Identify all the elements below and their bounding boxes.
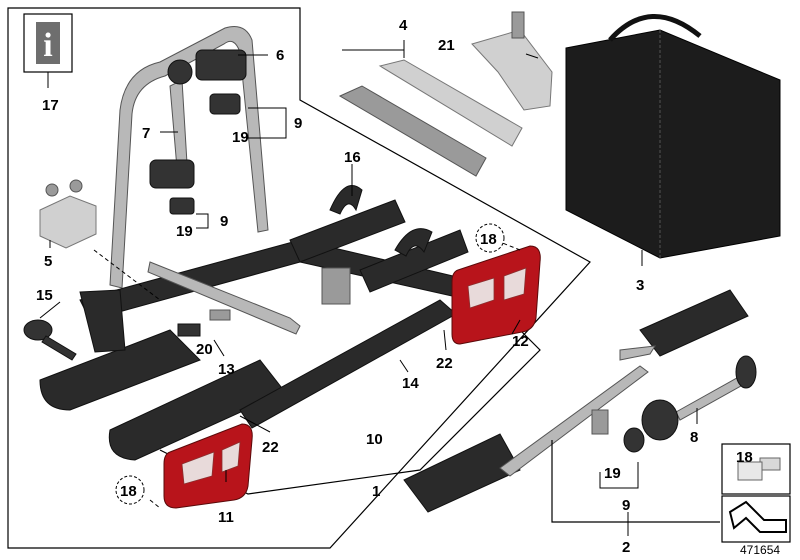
extension-group-outline [551,440,720,523]
callout-21: 21 [438,37,455,54]
image-id: 471654 [740,543,780,557]
callout-22b: 22 [262,439,279,456]
callout-12: 12 [512,333,529,350]
inset-18-box [721,443,791,495]
carrier-frame [39,26,471,461]
callout-4: 4 [399,17,408,34]
fastener-icon [737,457,781,481]
callout-15: 15 [36,287,53,304]
arrow-sign-icon [728,500,787,533]
part-13-bolt [177,309,231,337]
part-3-bag [565,13,781,259]
callout-7: 7 [142,125,150,142]
tail-lamp-right [451,245,541,345]
callout-9c: 9 [622,497,630,514]
callout-13: 13 [218,361,235,378]
callout-19a: 19 [232,129,249,146]
tail-lamp-left [163,423,253,509]
inset-arrow-box [721,495,791,543]
part-21-bracket [471,11,553,111]
callout-9b: 9 [220,213,228,230]
callout-9a: 9 [294,115,302,132]
callout-10: 10 [366,431,383,448]
callout-2: 2 [622,539,630,556]
callout-18b: 18 [120,483,137,500]
info-icon-glyph: i [43,27,52,64]
part-4-rails [338,59,523,177]
part-5-bracket [39,179,97,249]
info-icon: i [36,22,60,64]
callout-18-circle-b [115,475,145,505]
callout-8: 8 [690,429,698,446]
callout-14: 14 [402,375,419,392]
callout-19b: 19 [176,223,193,240]
main-assembly-outline [7,7,591,549]
callout-5: 5 [44,253,52,270]
callout-18a: 18 [480,231,497,248]
callout-3: 3 [636,277,644,294]
callout-16: 16 [344,149,361,166]
callout-20: 20 [196,341,213,358]
part-15-strap [23,319,77,361]
callout-6: 6 [276,47,284,64]
callout-19c: 19 [604,465,621,482]
callout-11: 11 [218,509,234,526]
callout-18-circle-a [475,223,505,253]
callout-22a: 22 [436,355,453,372]
callout-18c: 18 [736,449,753,466]
callout-1: 1 [372,483,380,500]
extension-kit [403,289,757,513]
callout-17: 17 [42,97,59,114]
